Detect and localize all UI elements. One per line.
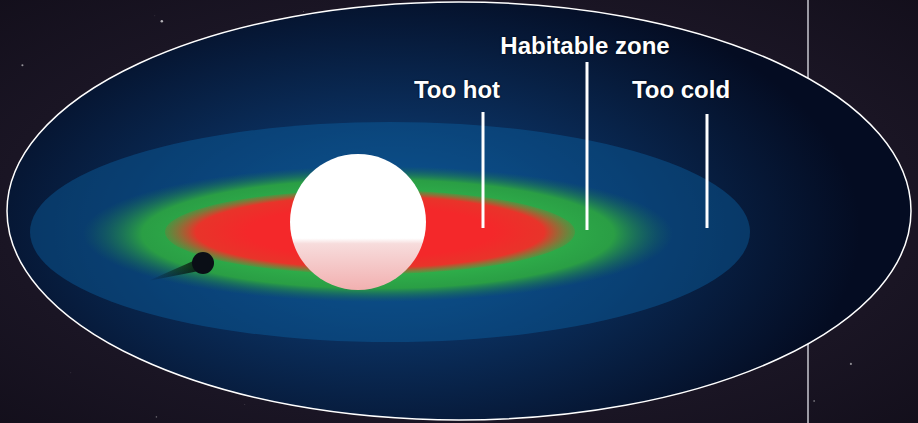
star-dot	[154, 15, 156, 17]
too-hot-label: Too hot	[414, 76, 500, 104]
star-dot	[21, 64, 23, 66]
star-dot	[156, 416, 158, 418]
too-cold-label: Too cold	[632, 76, 730, 104]
star-dot	[813, 400, 814, 401]
star-dot	[850, 363, 852, 365]
star-dot	[244, 404, 246, 406]
star-dot	[161, 20, 164, 23]
star-dot	[70, 372, 72, 374]
habitable-zone-label: Habitable zone	[500, 32, 669, 60]
star-dot	[303, 11, 305, 13]
